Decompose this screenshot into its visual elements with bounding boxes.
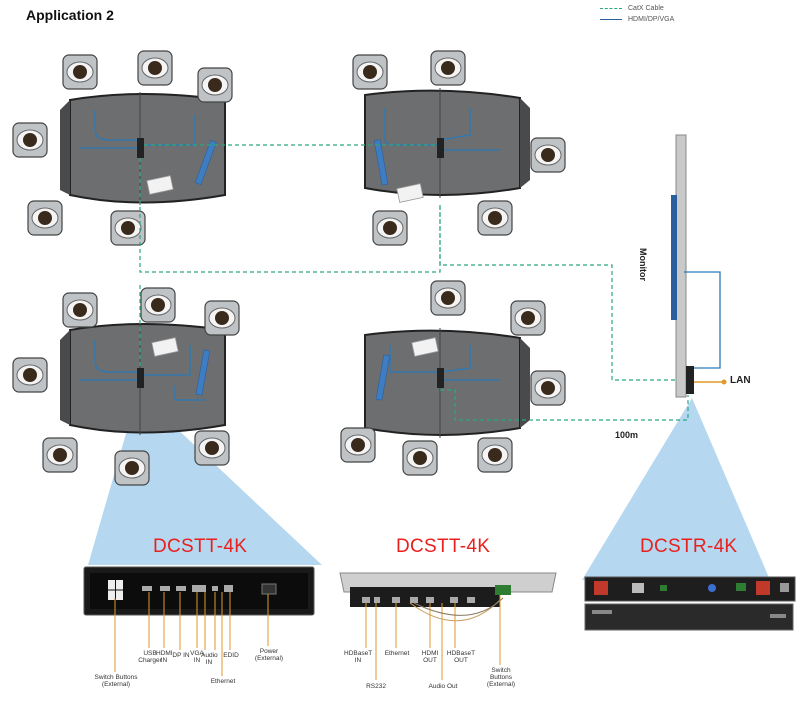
dashed-line-icon: [600, 8, 622, 9]
seat-person: [114, 450, 150, 486]
port-label-edid: EDID: [223, 652, 239, 659]
port-label-hdmi-in: HDMI IN: [156, 650, 173, 664]
port-label-hdmi-out: HDMI OUT: [421, 650, 439, 664]
seat-person: [197, 67, 233, 103]
seat-person: [372, 210, 408, 246]
seat-person: [477, 200, 513, 236]
port-label-usb-charger: USB Charger: [138, 650, 162, 664]
solid-line-icon: [600, 19, 622, 20]
product-label-left: DCSTT-4K: [153, 536, 248, 557]
conference-table-2: [364, 88, 530, 198]
legend-item-catx: CatX Cable: [600, 3, 674, 14]
device-dcstt-left: [83, 566, 315, 616]
port-label-vga-in: VGA IN: [190, 650, 204, 664]
callout-beam-left: [88, 392, 322, 565]
seat-person: [140, 287, 176, 323]
product-label-middle: DCSTT-4K: [396, 536, 491, 557]
port-label-power: Power (External): [254, 648, 284, 662]
seat-person: [62, 54, 98, 90]
seat-person: [402, 440, 438, 476]
product-label-right: DCSTR-4K: [640, 536, 738, 557]
port-label-switch-buttons-middle: Switch Buttons (External): [486, 667, 516, 688]
lan-label: LAN: [730, 375, 751, 386]
conference-table-1: [60, 92, 226, 205]
distance-label: 100m: [615, 430, 639, 440]
device-dcstt-middle: [339, 572, 557, 607]
device-dcstt-middle-leaders: [365, 595, 504, 680]
port-label-audio-out: Audio Out: [428, 683, 458, 690]
port-label-hdbaset-out: HDBaseT OUT: [446, 650, 476, 664]
seat-person: [530, 137, 566, 173]
port-label-audio-in: Audio IN: [201, 652, 218, 666]
seat-person: [352, 54, 388, 90]
seat-person: [12, 357, 48, 393]
legend-label-hdmi: HDMI/DP/VGA: [628, 16, 675, 23]
seat-person: [430, 50, 466, 86]
seat-person: [27, 200, 63, 236]
conference-table-3: [60, 322, 226, 435]
seat-person: [204, 300, 240, 336]
port-label-dp-in: DP IN: [172, 652, 190, 659]
seat-person: [12, 122, 48, 158]
device-dcstr-right: [584, 576, 796, 631]
port-label-rs232: RS232: [366, 683, 386, 690]
seat-person: [110, 210, 146, 246]
seat-person: [430, 280, 466, 316]
seat-person: [530, 370, 566, 406]
seat-person: [137, 50, 173, 86]
seat-person: [194, 430, 230, 466]
seat-person: [62, 292, 98, 328]
device-dcstt-left-leaders: [114, 592, 269, 676]
seat-person: [42, 437, 78, 473]
callout-beam-right: [582, 398, 770, 580]
table-transmitters: [137, 138, 444, 388]
legend-item-hdmi: HDMI/DP/VGA: [600, 14, 674, 25]
hdmi-cables-tables: [80, 108, 500, 401]
laptops: [146, 175, 439, 357]
page-title: Application 2: [26, 7, 114, 23]
monitor-label: Monitor: [638, 248, 648, 281]
legend-label-catx: CatX Cable: [628, 5, 664, 12]
seat-person: [340, 427, 376, 463]
port-label-hdbaset-in: HDBaseT IN: [344, 650, 373, 664]
seat-person: [477, 437, 513, 473]
port-label-ethernet-middle: Ethernet: [384, 650, 410, 657]
table-pads: [194, 139, 391, 401]
catx-cables: [139, 144, 689, 421]
seat-person: [510, 300, 546, 336]
legend: CatX Cable HDMI/DP/VGA: [600, 3, 674, 25]
port-label-switch-buttons: Switch Buttons (External): [94, 674, 138, 688]
monitor: [671, 134, 727, 398]
seats-group: [12, 50, 566, 486]
port-label-ethernet-left: Ethernet: [210, 678, 236, 685]
conference-table-4: [364, 328, 530, 438]
